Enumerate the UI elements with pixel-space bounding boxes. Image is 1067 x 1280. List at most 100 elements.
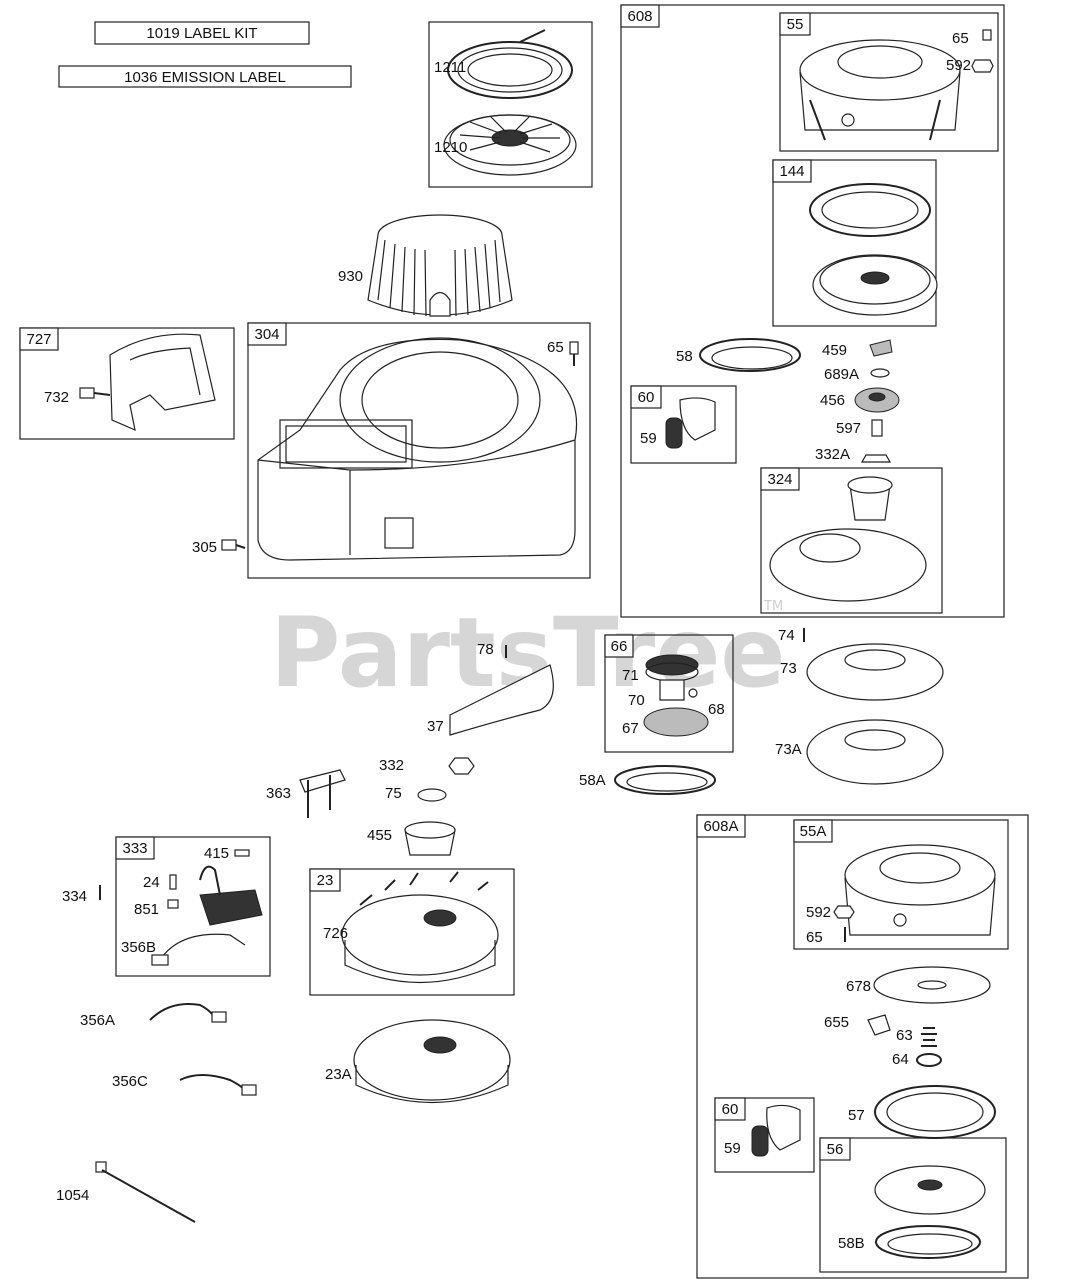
- part-1054[interactable]: 1054: [56, 1187, 89, 1204]
- part-678[interactable]: 678: [846, 978, 871, 995]
- part-58A[interactable]: 58A: [579, 772, 606, 789]
- part-78[interactable]: 78: [477, 641, 494, 658]
- part-23A[interactable]: 23A: [325, 1066, 352, 1083]
- part-356C[interactable]: 356C: [112, 1073, 148, 1090]
- part-597[interactable]: 597: [836, 420, 861, 437]
- pulley-drawing: [443, 114, 577, 176]
- part-930[interactable]: 930: [338, 268, 363, 285]
- part-592-a[interactable]: 592: [946, 57, 971, 74]
- group-23[interactable]: 23: [309, 868, 515, 996]
- part-58[interactable]: 58: [676, 348, 693, 365]
- part-75[interactable]: 75: [385, 785, 402, 802]
- svg-text:333: 333: [122, 840, 147, 857]
- svg-text:304: 304: [254, 326, 279, 343]
- group-60[interactable]: 60: [630, 385, 737, 464]
- part-37[interactable]: 37: [427, 718, 444, 735]
- part-63[interactable]: 63: [896, 1027, 913, 1044]
- starter-handle-drawing: [665, 397, 716, 449]
- part-65-c[interactable]: 65: [806, 929, 823, 946]
- part-851[interactable]: 851: [134, 901, 159, 918]
- svg-text:55: 55: [787, 16, 804, 33]
- watermark-trademark: TM: [763, 599, 783, 614]
- part-24[interactable]: 24: [143, 874, 160, 891]
- label-kit-box[interactable]: 1019 LABEL KIT: [94, 21, 310, 45]
- cable-tie-drawing: [95, 1161, 196, 1223]
- part-73[interactable]: 73: [780, 660, 797, 677]
- part-305[interactable]: 305: [192, 539, 217, 556]
- svg-text:144: 144: [779, 163, 804, 180]
- part-732[interactable]: 732: [44, 389, 69, 406]
- group-324[interactable]: 324: [760, 467, 943, 614]
- rewind-spring-box: [428, 21, 593, 188]
- svg-text:56: 56: [827, 1141, 844, 1158]
- group-66[interactable]: 66: [604, 634, 734, 753]
- emission-label-text: 1036 EMISSION LABEL: [124, 69, 286, 86]
- part-455[interactable]: 455: [367, 827, 392, 844]
- part-456[interactable]: 456: [820, 392, 845, 409]
- starter-handle-b-drawing: [751, 1104, 801, 1157]
- starter-rope-drawing: [699, 338, 801, 372]
- svg-text:66: 66: [611, 638, 628, 655]
- svg-text:727: 727: [26, 331, 51, 348]
- screen-shroud-drawing: [367, 214, 513, 317]
- recoil-cover-drawing: [799, 39, 961, 141]
- clutch-assembly-drawing: [643, 654, 709, 737]
- part-334[interactable]: 334: [62, 888, 87, 905]
- part-59-b[interactable]: 59: [724, 1140, 741, 1157]
- group-727[interactable]: 727: [19, 327, 235, 440]
- part-726[interactable]: 726: [323, 925, 348, 942]
- part-73A[interactable]: 73A: [775, 741, 802, 758]
- part-356B[interactable]: 356B: [121, 939, 156, 956]
- part-363[interactable]: 363: [266, 785, 291, 802]
- part-59-a[interactable]: 59: [640, 430, 657, 447]
- mounting-bracket-drawing: [299, 769, 346, 818]
- part-655[interactable]: 655: [824, 1014, 849, 1031]
- spring-57-drawing: [874, 1085, 996, 1139]
- recoil-cover-55A-drawing: [844, 844, 996, 936]
- group-608A[interactable]: 608A: [696, 814, 1029, 1279]
- nut-washer-cup-drawing: [404, 757, 475, 856]
- part-65-b[interactable]: 65: [547, 339, 564, 356]
- part-332A[interactable]: 332A: [815, 446, 850, 463]
- group-144[interactable]: 144: [772, 159, 937, 327]
- group-608[interactable]: 608: [620, 4, 1005, 618]
- baffle-drawing: [109, 333, 216, 432]
- dog-assembly-drawing: [854, 339, 900, 463]
- group-333[interactable]: 333: [115, 836, 271, 977]
- svg-text:608: 608: [627, 8, 652, 25]
- part-65-a[interactable]: 65: [952, 30, 969, 47]
- flywheel-screen-drawing: [806, 643, 944, 785]
- part-332[interactable]: 332: [379, 757, 404, 774]
- part-68[interactable]: 68: [708, 701, 725, 718]
- part-592-b[interactable]: 592: [806, 904, 831, 921]
- rewind-spring-drawing: [447, 29, 573, 99]
- part-64[interactable]: 64: [892, 1051, 909, 1068]
- part-415[interactable]: 415: [204, 845, 229, 862]
- part-74[interactable]: 74: [778, 627, 795, 644]
- blower-housing-drawing: [257, 337, 578, 561]
- part-71[interactable]: 71: [622, 667, 639, 684]
- svg-text:60: 60: [722, 1101, 739, 1118]
- part-57[interactable]: 57: [848, 1107, 865, 1124]
- group-60b[interactable]: 60: [714, 1097, 815, 1173]
- group-55[interactable]: 55: [779, 12, 999, 152]
- part-459[interactable]: 459: [822, 342, 847, 359]
- part-689A[interactable]: 689A: [824, 366, 859, 383]
- air-vane-drawing: [449, 664, 554, 736]
- flywheel-23-drawing: [341, 871, 499, 983]
- part-58B[interactable]: 58B: [838, 1235, 865, 1252]
- part-70[interactable]: 70: [628, 692, 645, 709]
- group-55A[interactable]: 55A: [793, 819, 1009, 950]
- part-356A[interactable]: 356A: [80, 1012, 115, 1029]
- part-1210[interactable]: 1210: [434, 139, 467, 156]
- part-1211[interactable]: 1211: [434, 59, 466, 76]
- part-67[interactable]: 67: [622, 720, 639, 737]
- emission-label-box[interactable]: 1036 EMISSION LABEL: [58, 65, 352, 88]
- group-304[interactable]: 304: [247, 322, 591, 579]
- hardware-drawings: [79, 29, 994, 942]
- group-56[interactable]: 56: [819, 1137, 1007, 1273]
- rope-58A-drawing: [614, 765, 716, 795]
- flywheel-23A-drawing: [353, 1019, 511, 1103]
